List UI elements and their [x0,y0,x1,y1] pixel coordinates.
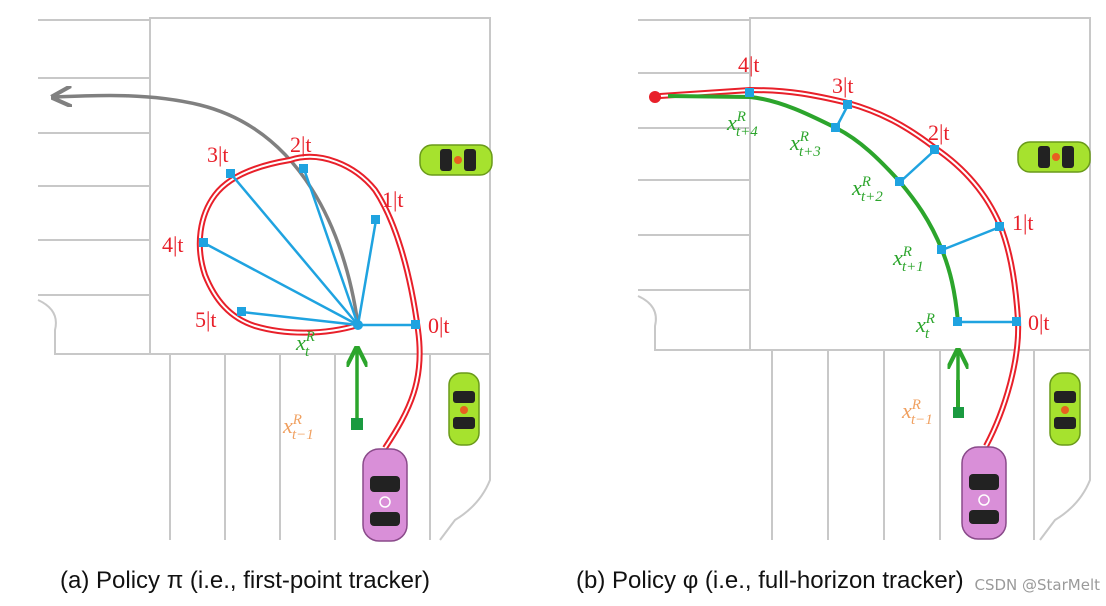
panel-b-label-4: 4|t [738,52,760,77]
panel-a-label-3: 3|t [207,142,229,167]
panel-a-label-4: 4|t [162,232,184,257]
panel-a-prev-state-marker [351,418,363,430]
panel-b-tracker-links [748,89,1017,324]
panel-a-label-2: 2|t [290,132,312,157]
panel-a-label-1: 1|t [382,187,404,212]
panel-b-goal-dot-icon [649,91,661,103]
panel-a-horizon-points [199,164,420,330]
panel-b-label-2: 2|t [928,120,950,145]
panel-a-human-path [55,95,360,326]
panel-b-parked-car-icon-top [1017,141,1091,173]
panel-a-label-5: 5|t [195,307,217,332]
watermark: CSDN @StarMelt [974,576,1100,594]
panel-b-label-3: 3|t [832,73,854,98]
panel-a-reference-path [196,153,423,450]
panel-a-tracker-links [203,168,416,327]
panel-b-road-lines [637,17,1091,541]
panel-b-parked-car-icon-right [1049,372,1081,446]
panel-a-road-lines [37,17,491,541]
panel-a-parked-car-icon-top [419,144,493,176]
panel-a-label-0: 0|t [428,313,450,338]
panel-b-horizon-points [745,88,1021,326]
panel-b-prev-state-marker [953,407,964,418]
panel-a-caption: (a) Policy π (i.e., first-point tracker) [60,567,430,594]
panel-b-ego-car-icon [961,446,1007,540]
panel-b-reference-path [659,86,1022,448]
panel-b-label-0: 0|t [1028,310,1050,335]
panel-b-caption: (b) Policy φ (i.e., full-horizon tracker… [576,567,964,594]
panel-a-ego-car-icon [362,448,408,542]
panel-b-label-1: 1|t [1012,210,1034,235]
panel-a-parked-car-icon-right [448,372,480,446]
